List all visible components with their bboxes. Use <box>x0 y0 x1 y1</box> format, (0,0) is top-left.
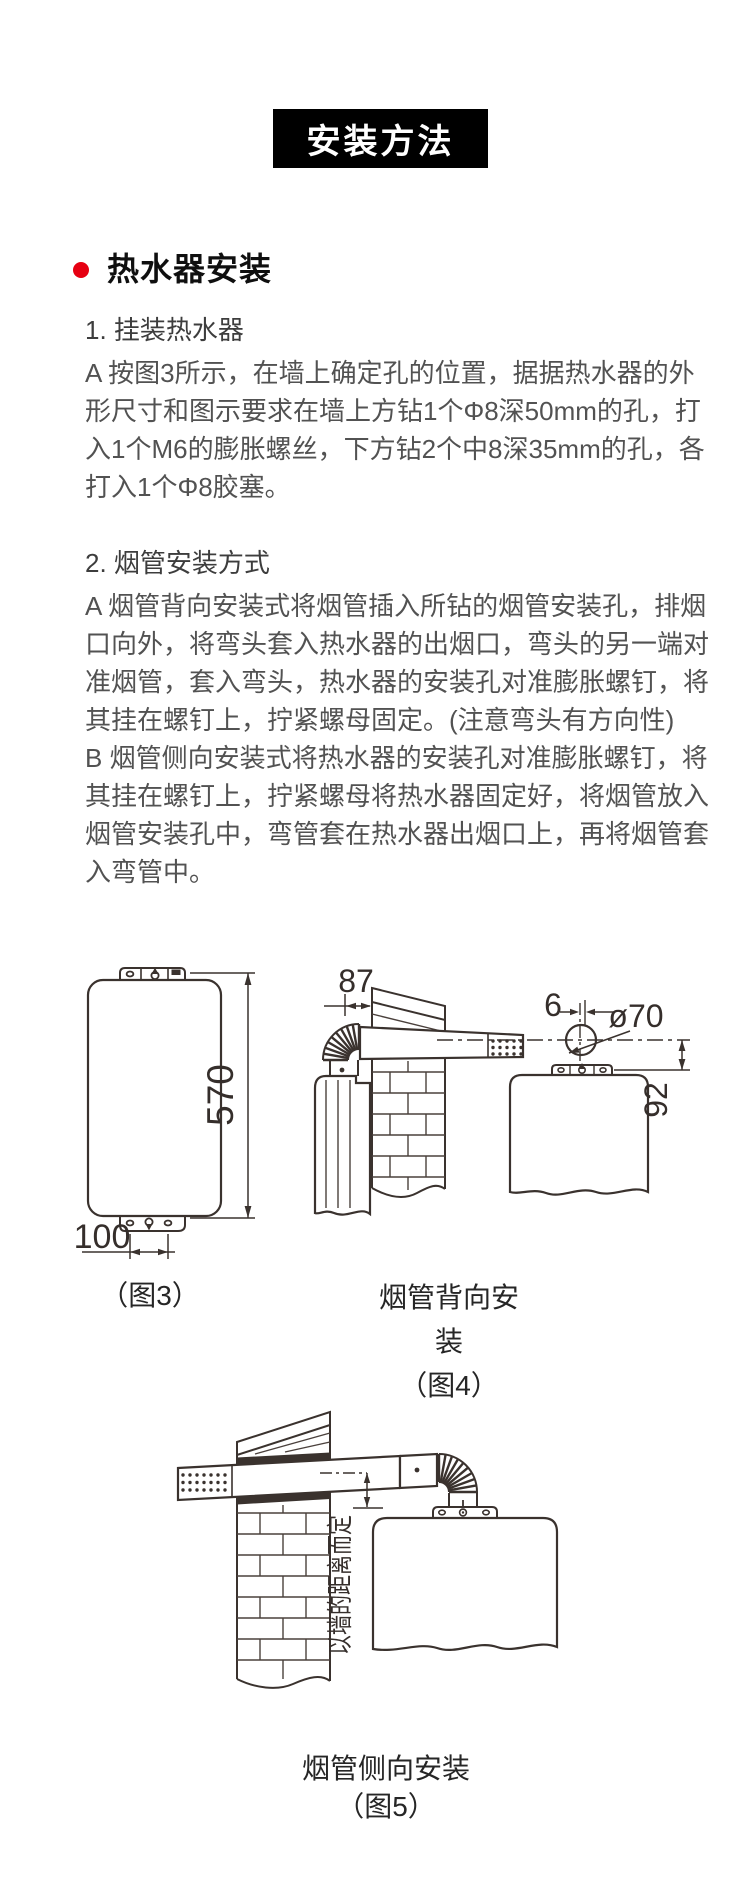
section-title-banner: 安装方法 <box>273 109 488 168</box>
fig3-width-dimension-label: 100 <box>74 1218 131 1256</box>
figure3-heater-dimension-diagram: 570 100 <box>74 967 255 1259</box>
fig4-dim-87 <box>324 994 371 1016</box>
fig5-corrugated-elbow <box>437 1453 478 1507</box>
fig4-dim-92 <box>614 1040 690 1071</box>
step-1: 1. 挂装热水器 A 按图3所示，在墙上确定孔的位置，据据热水器的外 形尺寸和图… <box>85 315 725 506</box>
fig4-corrugated-elbow <box>322 1023 361 1076</box>
red-bullet-icon <box>73 262 89 278</box>
step-1-body: A 按图3所示，在墙上确定孔的位置，据据热水器的外 形尺寸和图示要求在墙上方钻1… <box>85 358 705 502</box>
fig5-distance-note: 以墙的距离而定 <box>325 1515 355 1655</box>
figure3-caption: （图3） <box>85 1276 215 1316</box>
figure4-rear-flue-diagram: 87 6 ø70 92 <box>313 963 690 1217</box>
figure4-caption-line1: 烟管背向安装 <box>378 1282 519 1357</box>
fig4-dim-6 <box>560 1000 614 1026</box>
step-2-body: A 烟管背向安装式将烟管插入所钻的烟管安装孔，排烟 口向外，将弯头套入热水器的出… <box>85 591 710 887</box>
fig4-brick-courses <box>371 1013 446 1190</box>
fig4-heater-bracket <box>551 1063 613 1075</box>
fig5-distance-dimension <box>320 1472 383 1509</box>
fig4-diameter-leader <box>568 1030 631 1054</box>
fig5-wall-opening-upper <box>237 1452 330 1465</box>
fig4-drop-dimension-label: 92 <box>638 1082 674 1118</box>
fig4-left-heater <box>313 1074 372 1217</box>
figure5-caption-line2: （图5） <box>336 1791 436 1822</box>
figure3-caption-text: （图3） <box>100 1280 200 1311</box>
page-heading: 热水器安装 <box>107 251 273 287</box>
heading-row: 热水器安装 <box>73 244 272 290</box>
fig3-heater-outline <box>86 967 223 1232</box>
fig5-wall-opening-lower <box>237 1491 330 1505</box>
figure5-caption: 烟管侧向安装 （图5） <box>286 1750 486 1826</box>
step-2: 2. 烟管安装方式 A 烟管背向安装式将烟管插入所钻的烟管安装孔，排烟 口向外，… <box>85 548 725 891</box>
fig4-left-heater-panels <box>325 1080 351 1208</box>
step-2-title: 2. 烟管安装方式 <box>85 548 270 578</box>
step-1-title: 1. 挂装热水器 <box>85 315 244 345</box>
fig3-height-dimension-label: 570 <box>200 1064 241 1126</box>
figure5-side-flue-diagram: 以墙的距离而定 <box>176 1410 559 1689</box>
figure4-caption: 烟管背向安装 （图4） <box>366 1276 532 1408</box>
fig5-heater-bracket <box>432 1500 498 1518</box>
fig4-offset-dimension-label: 6 <box>544 987 562 1023</box>
fig5-heater <box>371 1516 559 1651</box>
fig4-flue-hole-circle <box>564 1023 598 1057</box>
figure4-caption-line2: （图4） <box>399 1370 499 1401</box>
fig4-diameter-label: ø70 <box>608 998 663 1034</box>
figure5-caption-line1: 烟管侧向安装 <box>301 1753 470 1784</box>
fig4-right-heater <box>508 1073 650 1196</box>
section-title: 安装方法 <box>306 123 455 161</box>
fig5-brick-courses <box>237 1432 331 1679</box>
fig4-wall-dimension-label: 87 <box>338 963 374 999</box>
fig5-pipe-perforations <box>181 1467 420 1492</box>
fig3-dimension-lines <box>82 972 255 1259</box>
